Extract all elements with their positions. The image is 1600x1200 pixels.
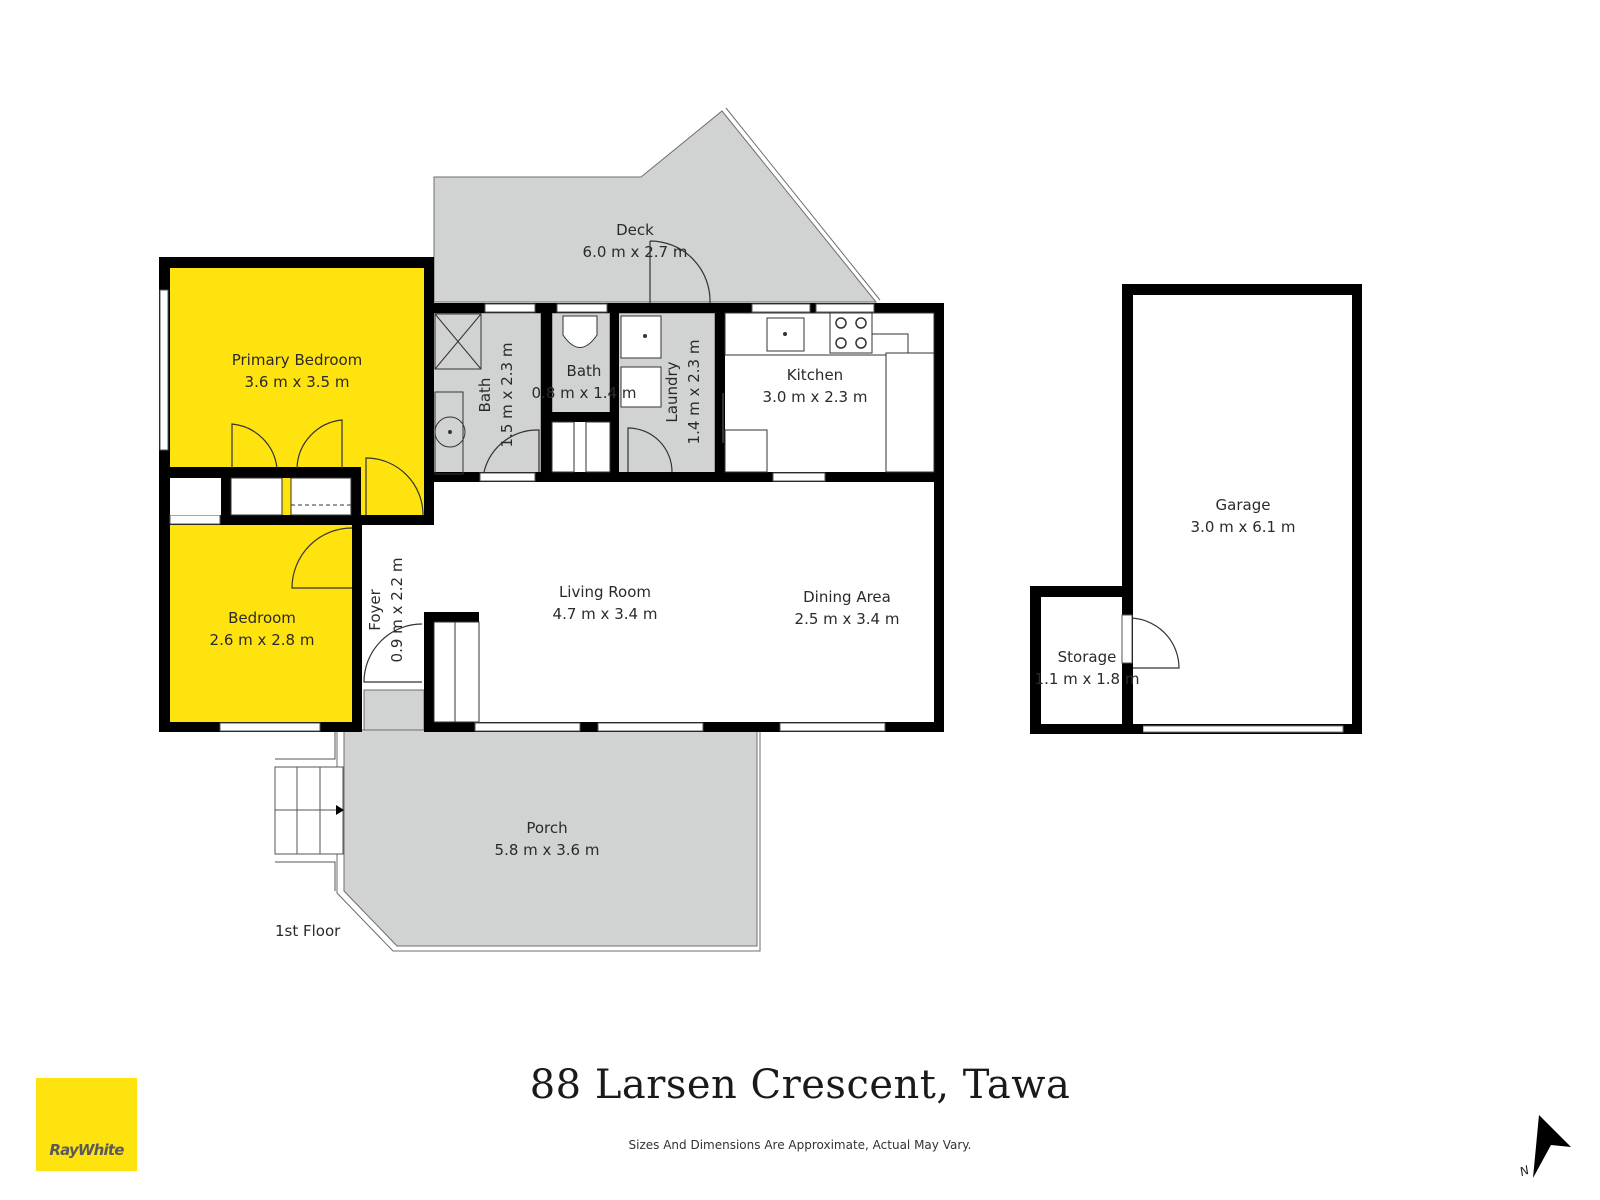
garage-walls — [1030, 284, 1362, 734]
bath-main-fill — [432, 312, 542, 476]
property-address-title: 88 Larsen Crescent, Tawa — [529, 1062, 1071, 1108]
floor-label: 1st Floor — [275, 922, 341, 940]
north-arrow-icon — [1533, 1115, 1571, 1178]
deck-area — [433, 107, 881, 303]
stairs — [274, 730, 344, 891]
raywhite-logo: RayWhite — [36, 1078, 137, 1171]
porch-area — [336, 729, 761, 952]
logo-text: RayWhite — [49, 1141, 124, 1159]
fixtures — [433, 312, 935, 723]
windows — [159, 289, 886, 732]
disclaimer-text: Sizes And Dimensions Are Approximate, Ac… — [628, 1138, 972, 1152]
doors — [231, 240, 1180, 683]
bedroom-fill — [169, 525, 352, 722]
